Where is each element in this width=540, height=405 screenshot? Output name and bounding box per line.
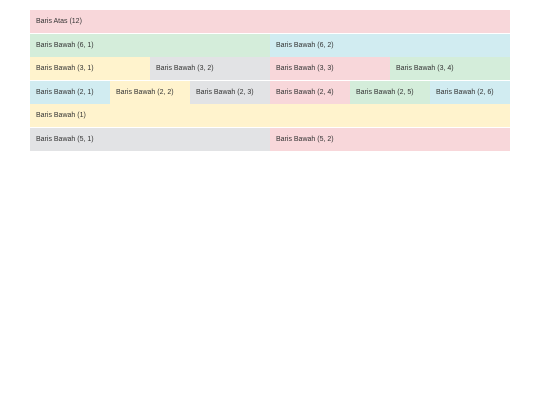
grid-row-2: Baris Bawah (2, 1) Baris Bawah (2, 2) Ba… (30, 80, 510, 104)
grid-cell-5-2: Baris Bawah (5, 2) (270, 127, 510, 151)
grid-row-1: Baris Bawah (1) (30, 104, 510, 127)
grid-cell-top-12: Baris Atas (12) (30, 10, 510, 33)
grid-cell-2-4: Baris Bawah (2, 4) (270, 80, 350, 104)
grid-row-3: Baris Bawah (3, 1) Baris Bawah (3, 2) Ba… (30, 57, 510, 80)
grid-row-6: Baris Bawah (6, 1) Baris Bawah (6, 2) (30, 33, 510, 57)
grid-cell-5-1: Baris Bawah (5, 1) (30, 127, 270, 151)
grid-row-top: Baris Atas (12) (30, 10, 510, 33)
grid-cell-3-2: Baris Bawah (3, 2) (150, 57, 270, 80)
grid-cell-3-3: Baris Bawah (3, 3) (270, 57, 390, 80)
grid-cell-3-1: Baris Bawah (3, 1) (30, 57, 150, 80)
grid-cell-2-6: Baris Bawah (2, 6) (430, 80, 510, 104)
grid-cell-6-2: Baris Bawah (6, 2) (270, 33, 510, 57)
grid-board: Baris Atas (12) Baris Bawah (6, 1) Baris… (30, 10, 510, 151)
grid-cell-3-4: Baris Bawah (3, 4) (390, 57, 510, 80)
grid-cell-6-1: Baris Bawah (6, 1) (30, 33, 270, 57)
grid-cell-2-2: Baris Bawah (2, 2) (110, 80, 190, 104)
grid-cell-2-3: Baris Bawah (2, 3) (190, 80, 270, 104)
grid-row-5: Baris Bawah (5, 1) Baris Bawah (5, 2) (30, 127, 510, 151)
grid-cell-1: Baris Bawah (1) (30, 104, 510, 127)
grid-cell-2-5: Baris Bawah (2, 5) (350, 80, 430, 104)
grid-cell-2-1: Baris Bawah (2, 1) (30, 80, 110, 104)
